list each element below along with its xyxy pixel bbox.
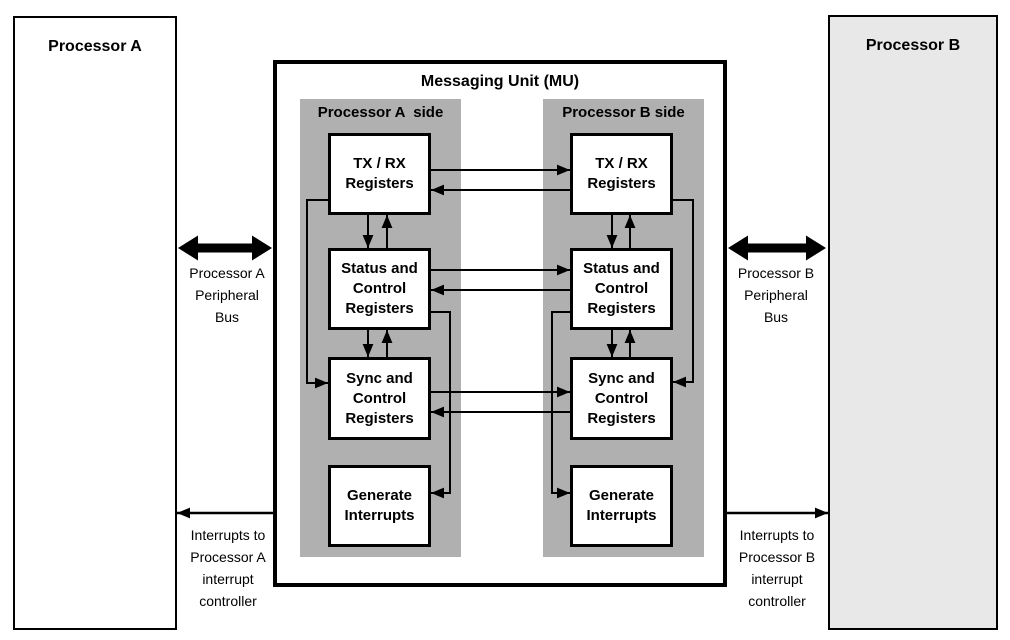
block-a-generate-interrupts: Generate Interrupts — [328, 465, 431, 547]
processor-a-peripheral-bus-arrow — [178, 235, 272, 261]
interrupts-to-processor-b-label: Interrupts to Processor B interrupt cont… — [738, 527, 816, 609]
processor-b-peripheral-bus-arrow — [728, 235, 826, 261]
interrupts-to-processor-a-label: Interrupts to Processor A interrupt cont… — [190, 527, 266, 609]
block-a-sync-control-registers: Sync and Control Registers — [328, 357, 431, 440]
processor-a-peripheral-bus-label: Processor A Peripheral Bus — [189, 265, 265, 325]
block-a-txrx-registers: TX / RX Registers — [328, 133, 431, 215]
block-b-status-control-registers: Status and Control Registers — [570, 248, 673, 330]
processor-b-peripheral-bus-label: Processor B Peripheral Bus — [737, 265, 815, 325]
block-b-generate-interrupts: Generate Interrupts — [570, 465, 673, 547]
processor-b-side-label: Processor B side — [562, 104, 685, 121]
processor-b-box: Processor B — [828, 15, 998, 630]
block-a-status-control-registers: Status and Control Registers — [328, 248, 431, 330]
processor-a-label: Processor A — [48, 38, 142, 55]
block-b-sync-control-registers: Sync and Control Registers — [570, 357, 673, 440]
messaging-unit-title: Messaging Unit (MU) — [420, 73, 580, 90]
processor-a-side-label: Processor A side — [317, 104, 444, 121]
block-b-txrx-registers: TX / RX Registers — [570, 133, 673, 215]
processor-b-label: Processor B — [865, 37, 961, 54]
processor-a-box: Processor A — [13, 16, 177, 630]
